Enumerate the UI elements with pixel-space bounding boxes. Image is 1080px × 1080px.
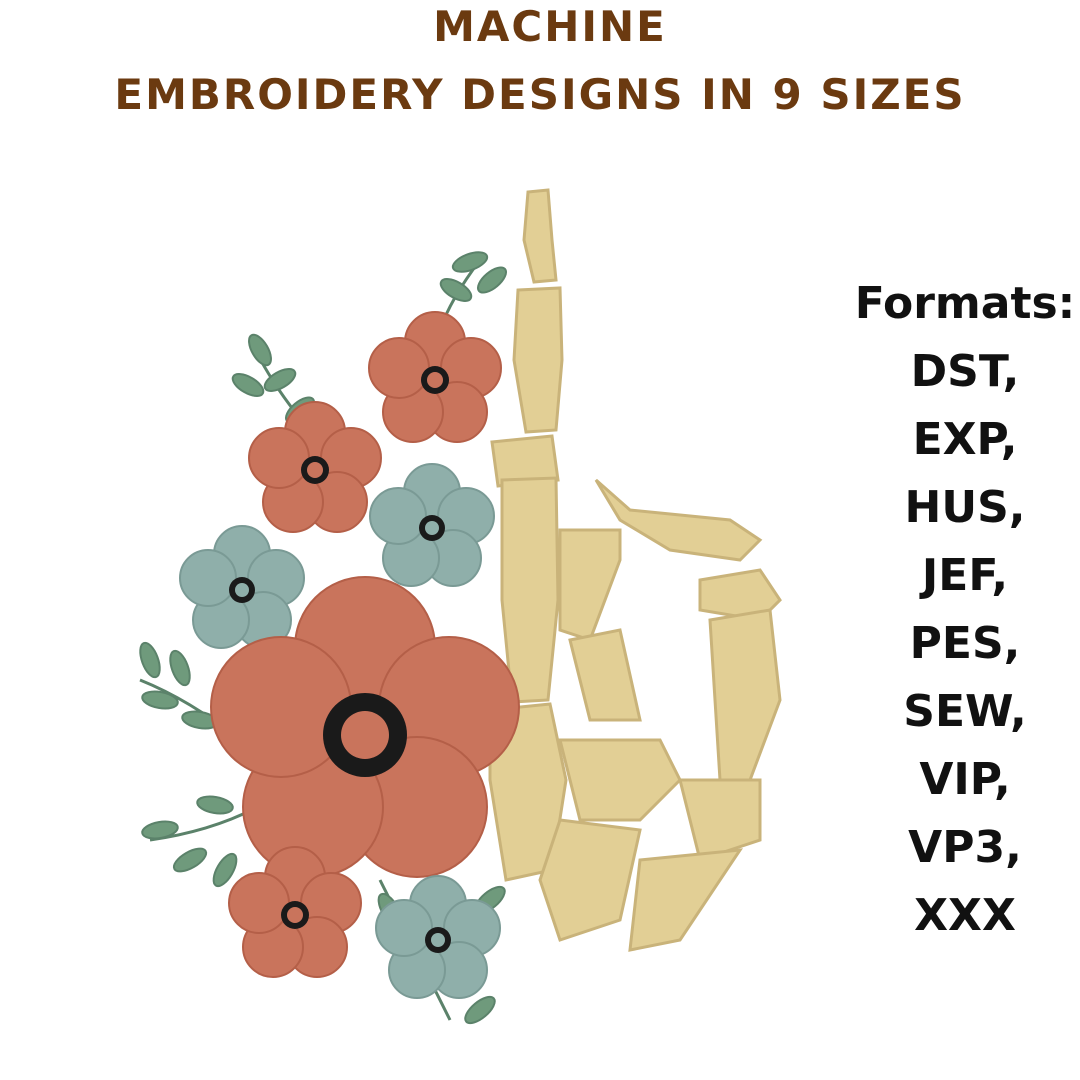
coral-flower-top <box>368 311 502 443</box>
blue-flower-bottom <box>375 875 501 999</box>
flowers <box>179 311 520 999</box>
format-item: VP3, <box>908 822 1022 873</box>
format-item: XXX <box>914 890 1016 941</box>
skeleton-hand-floral-embroidery-icon <box>139 188 782 1025</box>
format-item: PES, <box>909 618 1021 669</box>
formats-list: Formats: DST, EXP, HUS, JEF, PES, SEW, V… <box>845 270 1080 950</box>
coral-flower-large <box>210 576 520 878</box>
format-item: DST, <box>910 346 1020 397</box>
format-item: VIP, <box>919 754 1011 805</box>
coral-flower-bottom <box>228 846 362 978</box>
format-item: JEF, <box>921 550 1009 601</box>
blue-flower-upper <box>369 463 495 587</box>
coral-flower-upper-left <box>248 401 382 533</box>
blue-flower-left <box>179 525 305 649</box>
format-item: HUS, <box>904 482 1026 533</box>
format-item: SEW, <box>903 686 1027 737</box>
formats-heading: Formats: <box>854 278 1076 329</box>
format-item: EXP, <box>912 414 1018 465</box>
title-line-sizes: EMBROIDERY DESIGNS IN 9 SIZES <box>114 70 966 119</box>
skeleton-hand <box>488 188 782 952</box>
title-line-machine: MACHINE <box>433 2 667 51</box>
